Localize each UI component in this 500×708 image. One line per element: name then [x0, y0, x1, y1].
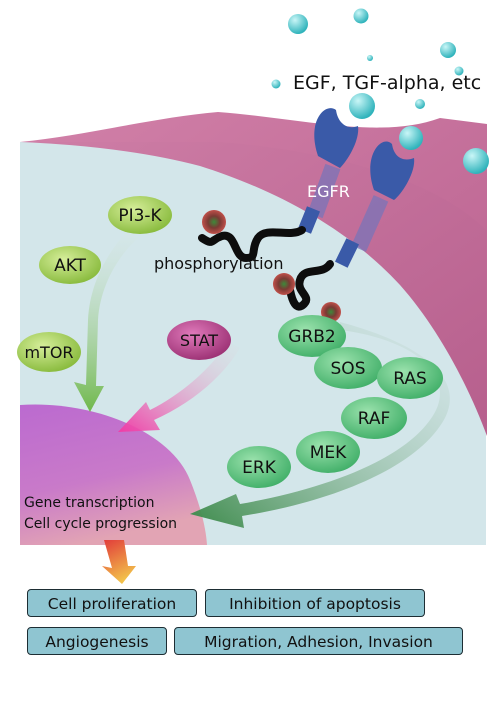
cell-membrane — [20, 112, 487, 436]
mapk-pathway-arrow — [190, 322, 450, 528]
node-pi3k: PI3-K — [108, 196, 172, 234]
node-raf: RAF — [341, 397, 407, 439]
mtor-label: mTOR — [24, 343, 73, 362]
node-erk: ERK — [227, 446, 291, 488]
ligand-label: EGF, TGF-alpha, etc — [293, 72, 481, 94]
nucleus-text-line-2: Cell cycle progression — [24, 516, 177, 532]
node-sos: SOS — [314, 347, 382, 389]
outcome-inhibition-of-apoptosis: Inhibition of apoptosis — [205, 589, 425, 617]
ras-label: RAS — [393, 369, 427, 389]
pi3k-label: PI3-K — [118, 206, 162, 226]
raf-label: RAF — [358, 409, 391, 429]
pi3k-pathway-arrow — [74, 230, 138, 412]
node-mek: MEK — [296, 431, 360, 473]
akt-label: AKT — [54, 256, 86, 276]
node-mtor: mTOR — [17, 332, 81, 372]
nucleus-text-line-1: Gene transcription — [24, 495, 154, 511]
sos-label: SOS — [331, 359, 366, 379]
outcome-angiogenesis: Angiogenesis — [27, 627, 167, 655]
ligand-molecules — [271, 8, 489, 174]
mek-label: MEK — [310, 443, 347, 463]
outcome-row-1: Cell proliferation Inhibition of apoptos… — [0, 589, 500, 621]
grb2-label: GRB2 — [288, 327, 335, 347]
phospho-tail-left — [198, 210, 306, 263]
stat-pathway-arrow — [118, 342, 240, 432]
node-akt: AKT — [39, 246, 101, 284]
egfr-receptor-right — [335, 141, 415, 268]
outcome-cell-proliferation: Cell proliferation — [27, 589, 197, 617]
outcome-row-2: Angiogenesis Migration, Adhesion, Invasi… — [0, 627, 500, 659]
receptor-label: EGFR — [307, 182, 350, 201]
outcome-migration-adhesion-invasion: Migration, Adhesion, Invasion — [174, 627, 463, 655]
erk-label: ERK — [242, 458, 277, 478]
phosphorylation-label: phosphorylation — [154, 254, 283, 273]
nucleus — [20, 404, 207, 545]
stat-label: STAT — [180, 331, 218, 350]
node-grb2: GRB2 — [278, 315, 346, 357]
outcome-arrow — [102, 540, 136, 584]
node-ras: RAS — [377, 357, 443, 399]
node-stat: STAT — [167, 320, 231, 360]
